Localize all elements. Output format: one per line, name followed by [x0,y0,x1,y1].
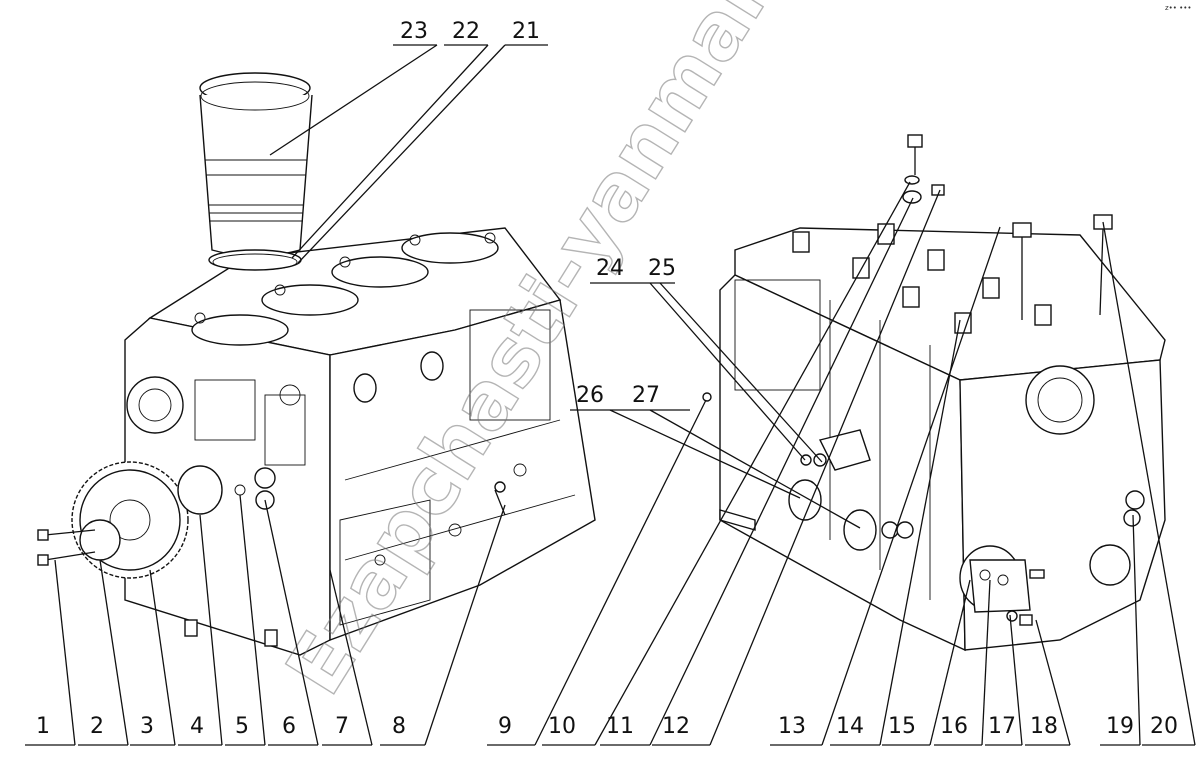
callout-24: 24 [596,256,624,281]
left-cylinder-block [124,227,596,656]
callout-8: 8 [392,714,406,739]
callout-13: 13 [778,714,806,739]
callout-numbers-bottom: 1 2 3 4 5 6 7 8 9 10 11 12 13 14 15 16 1… [36,714,1178,739]
callout-25: 25 [648,256,676,281]
callout-numbers-top: 23 22 21 [400,19,540,44]
callout-18: 18 [1030,714,1058,739]
callout-1: 1 [36,714,50,739]
timing-gear-assembly [37,461,506,647]
callout-2: 2 [90,714,104,739]
callout-11: 11 [606,714,634,739]
callout-27: 27 [632,383,660,408]
callout-7: 7 [335,714,349,739]
callout-9: 9 [498,714,512,739]
callout-21: 21 [512,19,540,44]
callout-6: 6 [282,714,296,739]
callout-20: 20 [1150,714,1178,739]
callout-26: 26 [576,383,604,408]
callout-22: 22 [452,19,480,44]
callout-15: 15 [888,714,916,739]
callout-numbers-mid: 24 25 26 27 [576,256,676,408]
callout-leader-lines [25,44,1196,746]
callout-10: 10 [548,714,576,739]
callout-23: 23 [400,19,428,44]
callout-16: 16 [940,714,968,739]
callout-17: 17 [988,714,1016,739]
callout-5: 5 [235,714,249,739]
callout-14: 14 [836,714,864,739]
right-cylinder-block [702,134,1166,652]
callout-19: 19 [1106,714,1134,739]
corner-mark: z•• ••• [1165,4,1192,12]
callout-3: 3 [140,714,154,739]
callout-12: 12 [662,714,690,739]
cylinder-liner [199,72,313,271]
callout-4: 4 [190,714,204,739]
